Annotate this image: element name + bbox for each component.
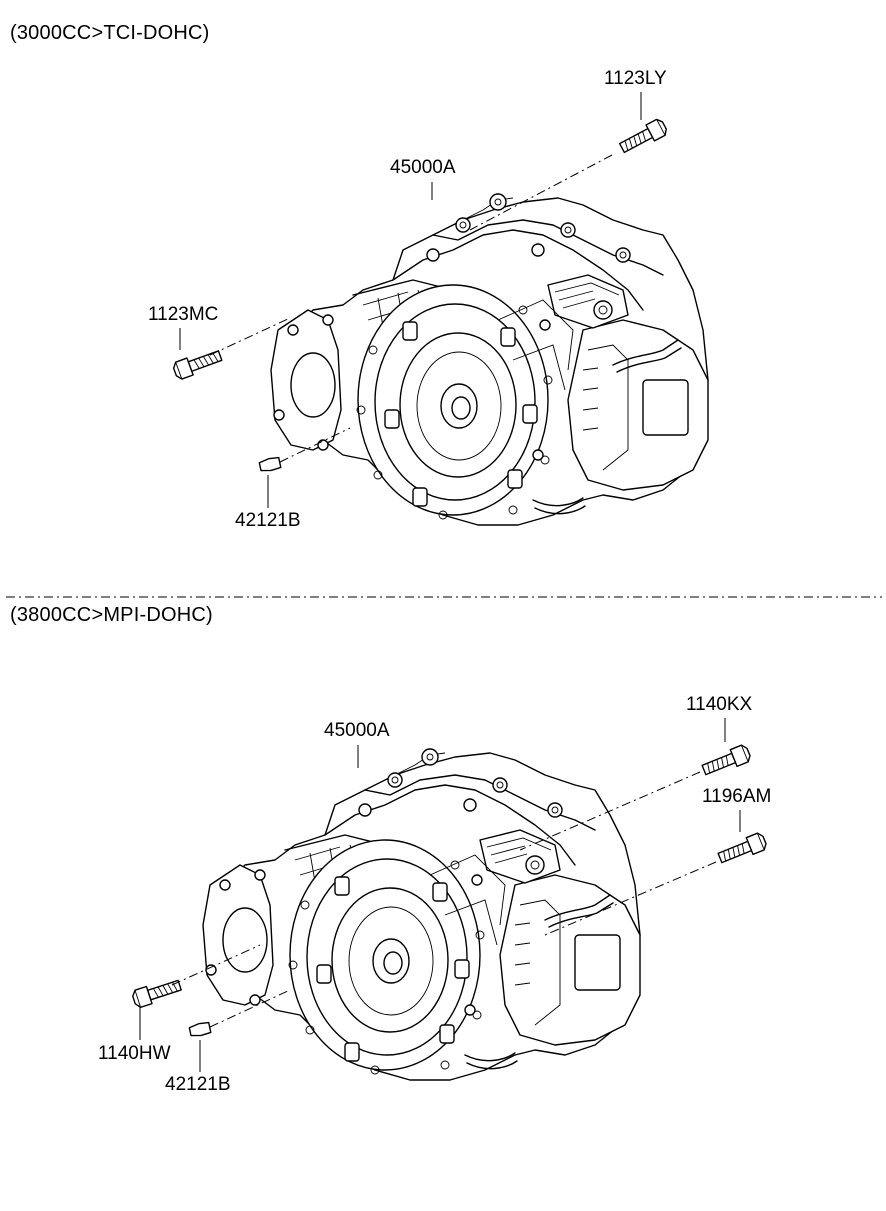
section-title-3800cc: (3800CC>MPI-DOHC) [10, 604, 213, 626]
part-label-1196am: 1196AM [702, 786, 772, 807]
transmission-assembly-bottom [202, 748, 641, 1081]
part-label-42121b-top: 42121B [235, 510, 301, 531]
part-label-45000a-top: 45000A [390, 157, 456, 178]
section-title-3000cc: (3000CC>TCI-DOHC) [10, 22, 210, 44]
transmission-assembly-top [270, 193, 709, 526]
part-label-42121b-bottom: 42121B [165, 1074, 231, 1095]
part-label-1123mc: 1123MC [148, 304, 219, 325]
plug-42121b-bottom [188, 1020, 212, 1039]
plug-42121b-top [258, 455, 282, 474]
bolt-1196am [715, 830, 769, 868]
bolt-1140kx [699, 742, 753, 780]
part-label-1140kx: 1140KX [686, 694, 753, 715]
bolt-1123ly [617, 116, 670, 157]
part-label-1140hw: 1140HW [98, 1043, 171, 1064]
bolt-1140hw [130, 975, 184, 1010]
part-label-1123ly: 1123LY [604, 68, 667, 89]
part-label-45000a-bottom: 45000A [324, 720, 390, 741]
